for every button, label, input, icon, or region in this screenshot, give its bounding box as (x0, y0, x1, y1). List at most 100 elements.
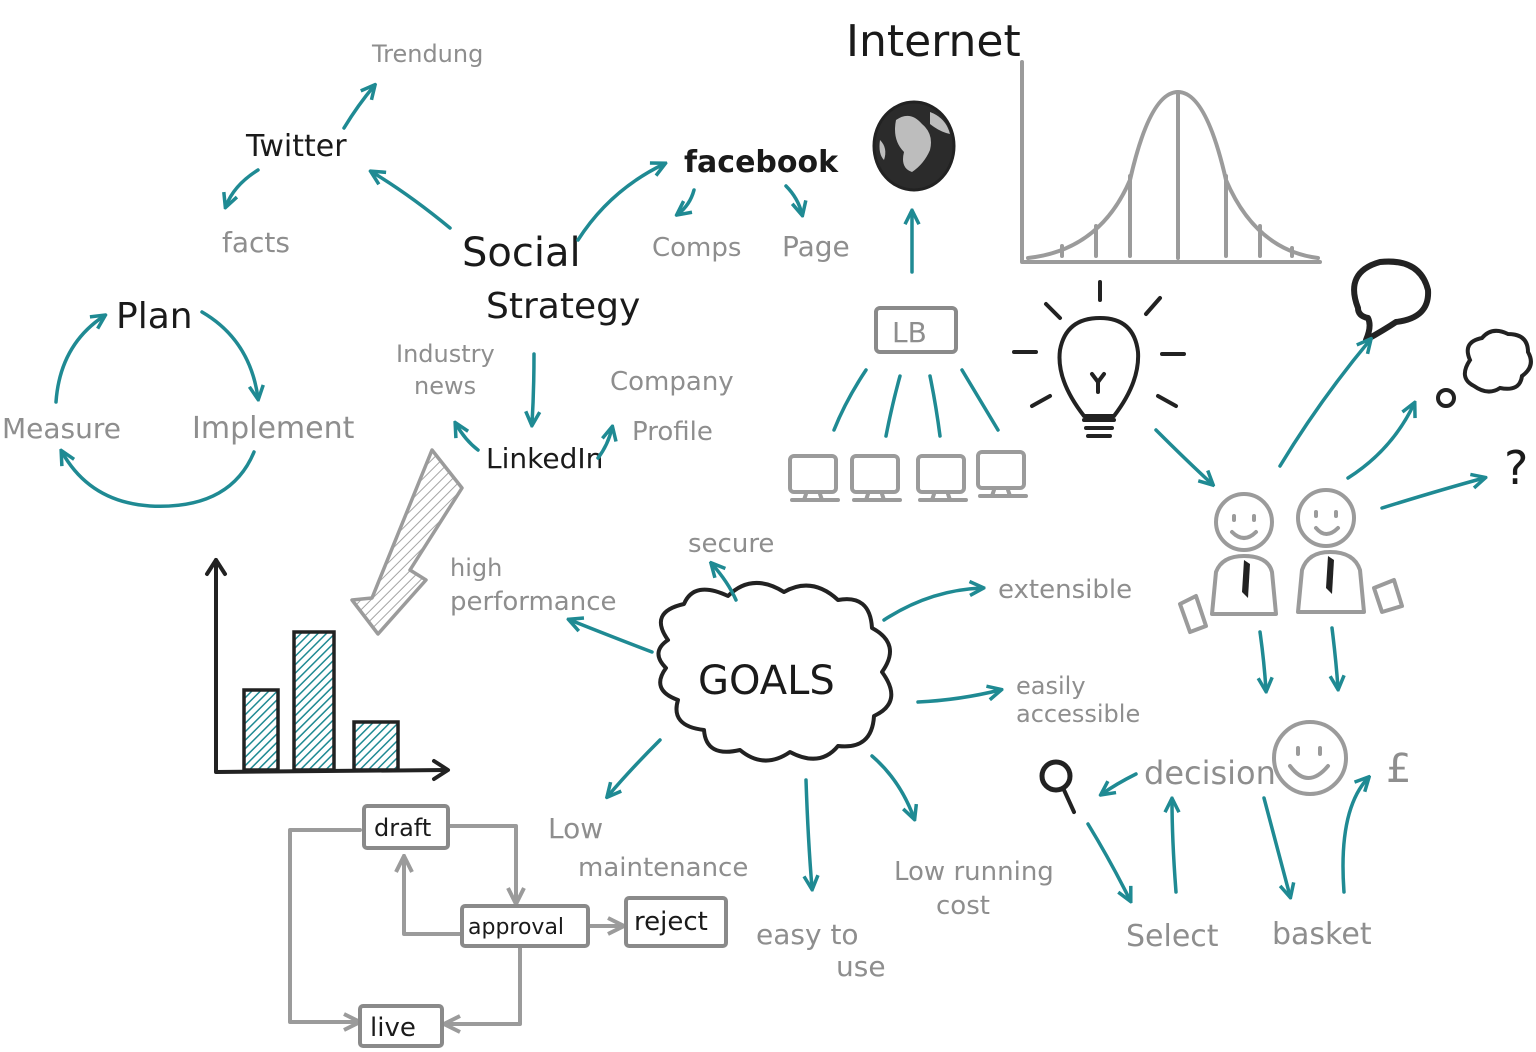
decision-label: decision (1144, 754, 1276, 792)
pound-sign: £ (1386, 746, 1411, 792)
easily-label: easily (1016, 672, 1086, 700)
draft-label: draft (374, 814, 431, 842)
arrow-measure-plan (54, 316, 104, 404)
arrow-to-easy (806, 778, 812, 888)
arrow-bulb-people (1154, 428, 1212, 484)
person-icon (1178, 492, 1278, 634)
low-running-label: Low running (894, 857, 1054, 887)
select-label: Select (1126, 919, 1219, 954)
globe-icon (872, 100, 956, 192)
arrow-to-trending (342, 86, 374, 130)
bell-curve-icon (1020, 60, 1322, 264)
internet-title: Internet (846, 16, 1021, 67)
bar-2 (292, 630, 336, 772)
reject-label: reject (634, 907, 708, 937)
cycle-group: Plan Implement Measure (2, 296, 355, 508)
facts-label: facts (222, 226, 290, 259)
facebook-label: facebook (684, 145, 839, 180)
arrow-to-accessible (916, 690, 1000, 704)
twitter-label: Twitter (245, 129, 347, 164)
bar-3 (352, 720, 400, 772)
bar-chart-y-arrow (205, 558, 227, 576)
approval-label: approval (468, 915, 564, 940)
arrow-decision-magnifier (1102, 772, 1138, 794)
monitor-icon (976, 450, 1028, 498)
lb-link-4 (960, 368, 1000, 432)
measure-label: Measure (2, 412, 121, 445)
arrow-to-low-maintenance (608, 738, 662, 796)
cost-label: cost (936, 891, 990, 921)
lb-link-2 (884, 374, 902, 438)
arrow-to-facebook (576, 164, 664, 242)
accessible-label: accessible (1016, 700, 1140, 728)
shop-group: decision £ Select basket (1039, 720, 1411, 954)
arrow-magnifier-select (1086, 822, 1130, 900)
arrow-select-decision (1172, 800, 1176, 894)
arrow-to-facts (226, 168, 260, 206)
company-label: Company (610, 367, 734, 397)
reject-box (624, 896, 728, 948)
speech-bubble-icon (1351, 258, 1432, 343)
goals-group: GOALS secure high performance extensible… (450, 529, 1140, 983)
low-label: Low (548, 812, 603, 845)
arrow-smiley-basket (1262, 796, 1290, 896)
arrow-implement-measure (62, 452, 256, 508)
arrow-to-page (784, 184, 802, 214)
goals-label: GOALS (698, 658, 835, 704)
monitor-icon (916, 454, 968, 502)
high-label: high (450, 554, 502, 582)
monitor-icon (788, 454, 840, 502)
smiley-icon (1272, 720, 1348, 796)
wf-draft-approval (448, 824, 516, 902)
linkedin-label: LinkedIn (486, 442, 603, 475)
easy-to-label: easy to (756, 918, 859, 951)
arrow-person2-decision (1332, 626, 1338, 688)
arrow-to-performance (570, 620, 654, 654)
arrow-to-question (1380, 478, 1484, 510)
arrow-to-low-running (870, 754, 914, 818)
question-mark: ? (1504, 441, 1528, 495)
plan-label: Plan (116, 296, 193, 337)
arrow-to-extensible (882, 588, 982, 622)
social-label: Social (462, 230, 581, 276)
performance-label: performance (450, 587, 617, 617)
industry-label: Industry (396, 340, 495, 368)
lb-link-3 (928, 374, 942, 438)
internet-group: Internet LB (788, 16, 1028, 502)
thought-bubble-icon (1436, 328, 1533, 408)
arrow-to-secure (712, 564, 738, 602)
trending-label: Trendung (371, 40, 483, 68)
arrow-to-profile (596, 428, 612, 460)
arrow-plan-implement (200, 310, 258, 398)
arrow-to-speech (1278, 340, 1370, 468)
implement-label: Implement (192, 411, 355, 446)
arrow-to-twitter (372, 172, 452, 230)
lb-label: LB (892, 316, 927, 349)
page-label: Page (782, 230, 850, 263)
workflow-group: draft approval reject live (288, 804, 728, 1048)
arrow-basket-pound (1341, 778, 1368, 894)
approval-box (460, 904, 590, 948)
live-label: live (370, 1013, 416, 1043)
arrow-to-industry (456, 424, 480, 452)
arrow-to-linkedin (532, 352, 534, 424)
social-strategy-group: Social Strategy Twitter Trendung facts f… (222, 40, 850, 475)
load-balancer-icon (874, 306, 958, 354)
bar-chart-icon (205, 558, 450, 781)
arrow-to-thought (1346, 404, 1414, 480)
person-icon (1296, 488, 1404, 614)
lb-link-1 (832, 368, 868, 432)
strategy-label: Strategy (486, 286, 640, 327)
maintenance-label: maintenance (578, 853, 748, 883)
bar-1 (242, 688, 280, 772)
use-label: use (836, 950, 886, 983)
monitor-icon (850, 454, 902, 502)
wf-approval-draft (404, 858, 464, 936)
profile-label: Profile (632, 417, 713, 447)
magnifier-icon (1039, 759, 1076, 814)
news-label: news (414, 372, 476, 400)
lightbulb-icon (1012, 280, 1186, 438)
bar-chart-x-arrow (432, 759, 450, 781)
draft-box (362, 804, 450, 850)
